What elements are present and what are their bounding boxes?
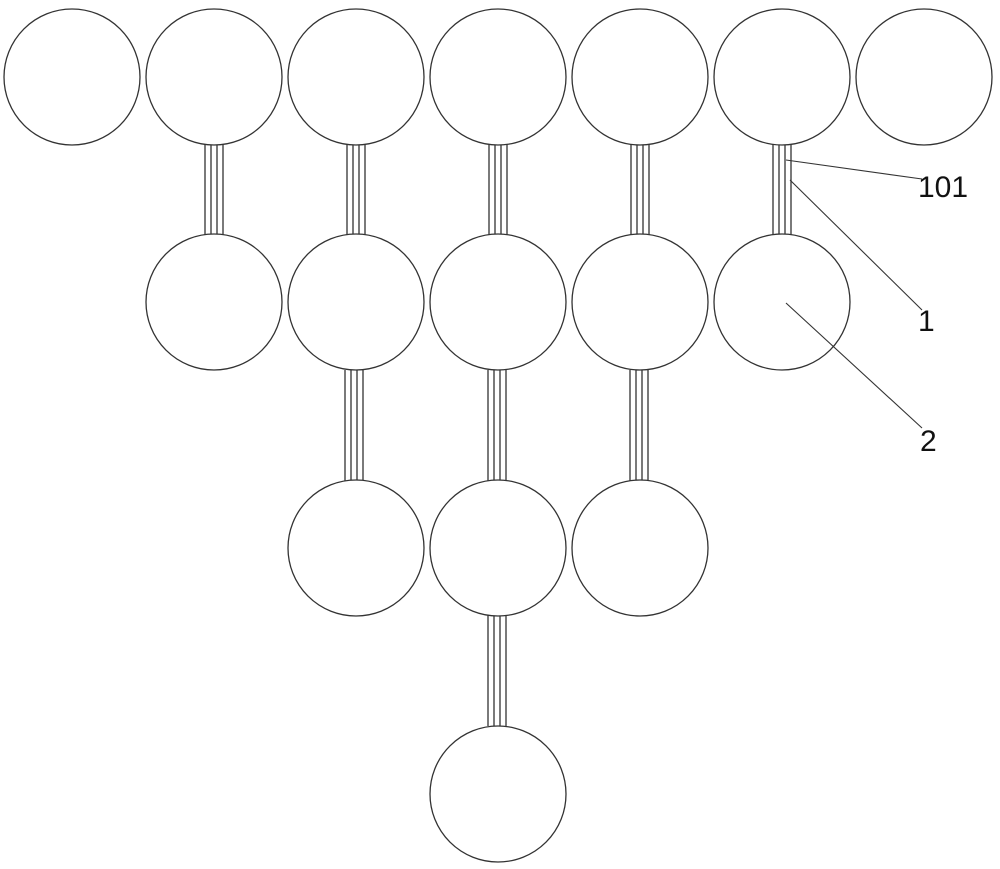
connector-rod xyxy=(204,144,224,236)
connector-rod-101 xyxy=(772,144,792,236)
circle-node xyxy=(287,233,425,371)
leader-line-2 xyxy=(785,302,923,429)
callout-label-2: 2 xyxy=(920,425,937,458)
callout-label-101: 101 xyxy=(918,171,968,204)
leader-lines xyxy=(785,159,923,429)
circle-node xyxy=(855,8,993,146)
circle-node-2 xyxy=(713,233,851,371)
connector-rod xyxy=(630,144,650,236)
circle-node xyxy=(429,233,567,371)
circle-node xyxy=(429,725,567,863)
callout-labels: 101 1 2 xyxy=(918,171,968,458)
circle-node xyxy=(571,8,709,146)
callout-label-1: 1 xyxy=(918,305,935,338)
leader-line-101 xyxy=(785,159,923,180)
circle-node xyxy=(713,8,851,146)
connector-rod xyxy=(488,144,508,236)
connector-rod xyxy=(487,370,507,482)
circle-node xyxy=(145,8,283,146)
circle-node xyxy=(3,8,141,146)
circle-node xyxy=(287,8,425,146)
leader-line-1 xyxy=(789,179,923,311)
circle-node xyxy=(571,479,709,617)
connector-rods xyxy=(204,144,792,726)
circle-node xyxy=(429,479,567,617)
connector-rod xyxy=(487,614,507,726)
connector-rod xyxy=(344,370,364,482)
circle-node xyxy=(145,233,283,371)
connector-rod xyxy=(629,370,649,482)
circle-node xyxy=(429,8,567,146)
connector-rod xyxy=(346,144,366,236)
circle-node xyxy=(571,233,709,371)
circle-nodes xyxy=(3,8,993,863)
circle-node xyxy=(287,479,425,617)
